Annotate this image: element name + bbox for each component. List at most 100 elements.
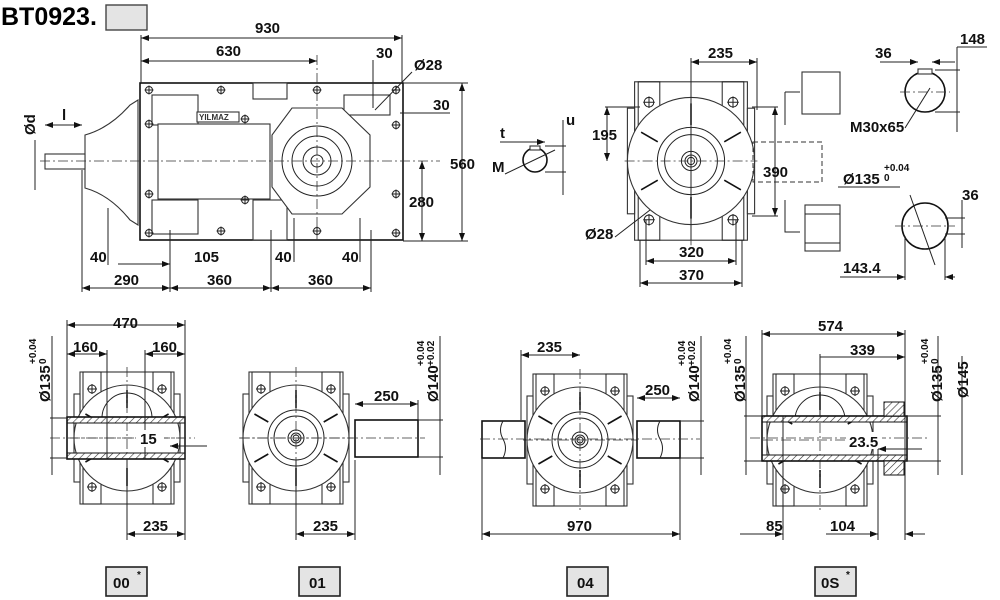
dim-dia: Ø140 bbox=[425, 365, 442, 402]
rib bbox=[323, 413, 338, 423]
dim-axis-height: 280 bbox=[409, 194, 434, 211]
dim-hole-dia: Ø28 bbox=[414, 57, 442, 74]
rib bbox=[640, 131, 659, 143]
variant-code: 00 bbox=[113, 575, 130, 592]
dim-span-1: 360 bbox=[207, 272, 232, 289]
gear-chamber bbox=[157, 123, 271, 200]
brand-logo: YILMAZ bbox=[199, 113, 229, 122]
dim-total: 970 bbox=[567, 518, 592, 535]
variant-label-00[interactable]: 00 * bbox=[105, 566, 148, 597]
front-view-dimensions: 235 195 390 Ø28 320 370 bbox=[585, 45, 841, 287]
shaft-length-label: l bbox=[62, 107, 66, 124]
variant-code: 04 bbox=[577, 575, 594, 592]
dim-shaft-dia: Ø135 bbox=[843, 171, 880, 188]
shaft-option-hollow bbox=[804, 204, 841, 252]
dim-hole-dia: Ø28 bbox=[585, 226, 613, 243]
dim-dia-left: Ø135 bbox=[732, 365, 749, 402]
dim-overall-length: 930 bbox=[255, 20, 280, 37]
dim-width: 370 bbox=[679, 267, 704, 284]
dim-gap: 15 bbox=[140, 431, 157, 448]
variant-00-details: 470 160 160 15 235 Ø135 +0.04 0 bbox=[28, 315, 207, 540]
variant-04-details: 235 250 970 Ø140 +0.04 +0.02 bbox=[480, 336, 704, 540]
rib bbox=[254, 453, 269, 463]
tol-upper: +0.04 bbox=[416, 340, 427, 366]
key-width-label: t bbox=[500, 125, 505, 142]
rib bbox=[640, 179, 659, 191]
tol-upper-left: +0.04 bbox=[723, 338, 734, 364]
output-gear-octagon bbox=[271, 107, 371, 215]
dim-offset: 235 bbox=[143, 518, 168, 535]
tol-lower-right: 0 bbox=[930, 358, 941, 364]
dim-key-depth: 143.4 bbox=[843, 260, 881, 277]
shaft-diameter-label: Ød bbox=[22, 114, 39, 135]
dim-offset: 235 bbox=[537, 339, 562, 356]
tol-upper-right: +0.04 bbox=[920, 338, 931, 364]
variant-code: 01 bbox=[309, 575, 326, 592]
key-detail: t u M bbox=[492, 112, 575, 195]
dim-partial: 339 bbox=[850, 342, 875, 359]
thread-spec: M30x65 bbox=[850, 119, 904, 136]
variant-star: * bbox=[846, 570, 850, 581]
dim-right: 104 bbox=[830, 518, 856, 535]
variant-label-01[interactable]: 01 bbox=[298, 566, 341, 597]
tol-lower: +0.02 bbox=[687, 340, 698, 366]
dim-foot-span: 105 bbox=[194, 249, 219, 266]
variant-01-details: 250 235 Ø140 +0.04 +0.02 bbox=[240, 336, 443, 540]
side-view: YILMAZ bbox=[40, 55, 440, 241]
input-shaft bbox=[44, 153, 86, 170]
rib bbox=[723, 131, 742, 143]
dim-dia-ring: Ø145 bbox=[955, 361, 972, 398]
input-adapter-cone bbox=[84, 99, 139, 226]
dim-to-output-axis: 630 bbox=[216, 43, 241, 60]
variant-04-view bbox=[523, 369, 637, 511]
dim-shaft-len: 250 bbox=[645, 382, 670, 399]
dim-foot-right: 40 bbox=[342, 249, 359, 266]
tol-upper: +0.04 bbox=[884, 163, 910, 174]
dim-height: 560 bbox=[450, 156, 475, 173]
dim-total: 574 bbox=[818, 318, 844, 335]
rib bbox=[538, 415, 553, 425]
dim-key-width: 36 bbox=[875, 45, 892, 62]
code-input-box[interactable] bbox=[105, 4, 148, 31]
variant-0S-details: 574 339 23.5 85 104 Ø135 +0.04 0 Ø135 +0… bbox=[723, 318, 972, 540]
key-thread-label: M bbox=[492, 159, 505, 176]
dim-shaft-height: 148 bbox=[960, 31, 985, 48]
dim-top-offset: 30 bbox=[376, 45, 393, 62]
shaft-option-threaded bbox=[801, 71, 841, 115]
dim-left: 85 bbox=[766, 518, 783, 535]
dim-input-length: 290 bbox=[114, 272, 139, 289]
dim-foot-left: 40 bbox=[90, 249, 107, 266]
dim-dia: Ø135 bbox=[37, 365, 54, 402]
dim-offset: 235 bbox=[313, 518, 338, 535]
dim-width: 470 bbox=[113, 315, 138, 332]
tol-upper: +0.04 bbox=[28, 338, 39, 364]
tol-upper: +0.04 bbox=[677, 340, 688, 366]
dim-span-2: 360 bbox=[308, 272, 333, 289]
dim-foot-mid: 40 bbox=[275, 249, 292, 266]
tol-lower: +0.02 bbox=[426, 340, 437, 366]
tol-lower-left: 0 bbox=[733, 358, 744, 364]
dim-right-offset: 30 bbox=[433, 97, 450, 114]
rib bbox=[723, 179, 742, 191]
tol-lower: 0 bbox=[38, 358, 49, 364]
dim-half-height: 195 bbox=[592, 127, 617, 144]
shaft-detail-keyed: Ø135 +0.04 0 36 143.4 bbox=[838, 163, 979, 280]
variant-star: * bbox=[137, 570, 141, 581]
dim-shaft-len: 250 bbox=[374, 388, 399, 405]
rib bbox=[607, 455, 622, 465]
dim-hole-span: 320 bbox=[679, 244, 704, 261]
rib bbox=[607, 415, 622, 425]
dim-height: 390 bbox=[763, 164, 788, 181]
dim-key-width: 36 bbox=[962, 187, 979, 204]
variant-label-04[interactable]: 04 bbox=[566, 566, 609, 597]
variant-code: 0S bbox=[821, 575, 839, 592]
shaft-detail-threaded: 36 148 M30x65 bbox=[850, 31, 987, 136]
dim-gap: 23.5 bbox=[849, 434, 878, 451]
rib bbox=[538, 455, 553, 465]
dim-axis-offset: 235 bbox=[708, 45, 733, 62]
variant-label-0S[interactable]: 0S * bbox=[814, 566, 857, 597]
rib bbox=[323, 453, 338, 463]
dim-left: 160 bbox=[73, 339, 98, 356]
dim-right: 160 bbox=[152, 339, 177, 356]
rib bbox=[254, 413, 269, 423]
